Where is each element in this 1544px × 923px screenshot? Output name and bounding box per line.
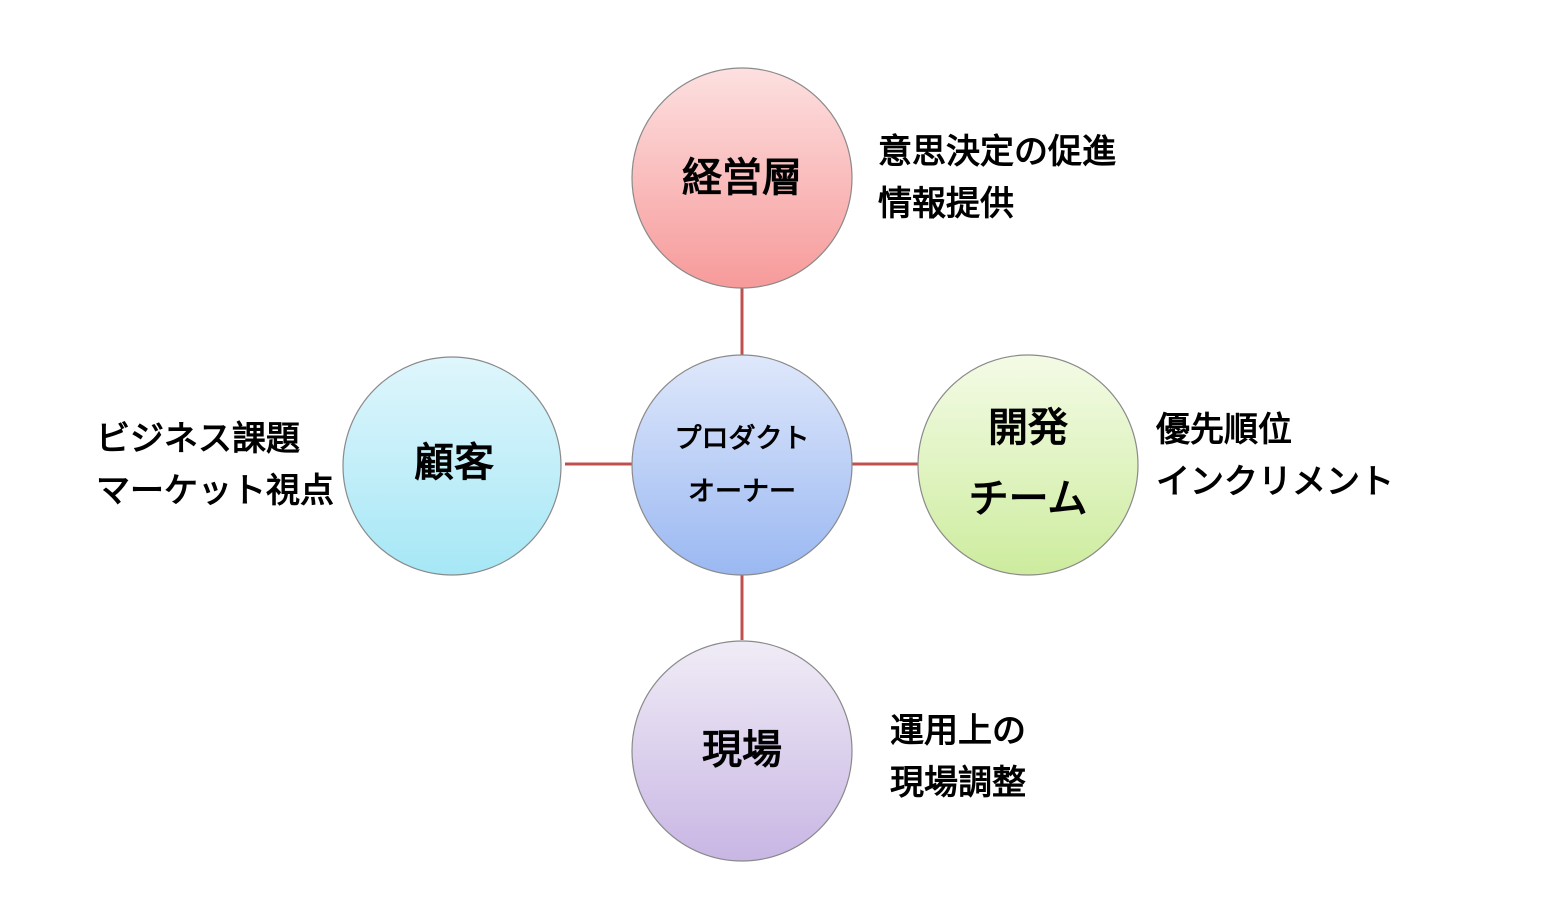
note-field-line1: 運用上の: [890, 711, 1026, 751]
note-management-line1: 意思決定の促進: [878, 132, 1116, 172]
node-management: 経営層: [631, 67, 853, 289]
node-field: 現場: [631, 640, 853, 862]
node-field-label: 現場: [702, 727, 782, 773]
node-customer-circle: [342, 356, 562, 576]
node-dev-team-circle: [917, 354, 1139, 576]
node-product-owner: プロダクト オーナー: [631, 354, 853, 576]
node-product-owner-label-line1: プロダクト: [675, 423, 810, 455]
node-dev-team: 開発 チーム: [917, 354, 1139, 576]
node-management-circle: [631, 67, 853, 289]
note-customer: ビジネス課題 マーケット視点: [96, 413, 334, 517]
note-management-line2: 情報提供: [878, 184, 1014, 224]
note-dev-team: 優先順位 インクリメント: [1156, 404, 1394, 508]
note-dev-team-line1: 優先順位: [1156, 410, 1292, 450]
node-product-owner-label-line2: オーナー: [688, 477, 796, 508]
note-management: 意思決定の促進 情報提供: [878, 126, 1116, 230]
node-dev-team-label-line1: 開発: [988, 405, 1069, 451]
note-dev-team-line2: インクリメント: [1156, 462, 1394, 502]
note-customer-line2: マーケット視点: [96, 471, 334, 511]
node-customer: 顧客: [342, 356, 562, 576]
node-customer-label: 顧客: [414, 440, 494, 486]
node-management-label: 経営層: [682, 155, 802, 201]
node-field-circle: [631, 640, 853, 862]
node-product-owner-circle: [631, 354, 853, 576]
node-dev-team-label-line2: チーム: [969, 476, 1088, 522]
note-field: 運用上の 現場調整: [890, 705, 1026, 809]
note-field-line2: 現場調整: [890, 763, 1026, 803]
note-customer-line1: ビジネス課題: [96, 419, 300, 459]
